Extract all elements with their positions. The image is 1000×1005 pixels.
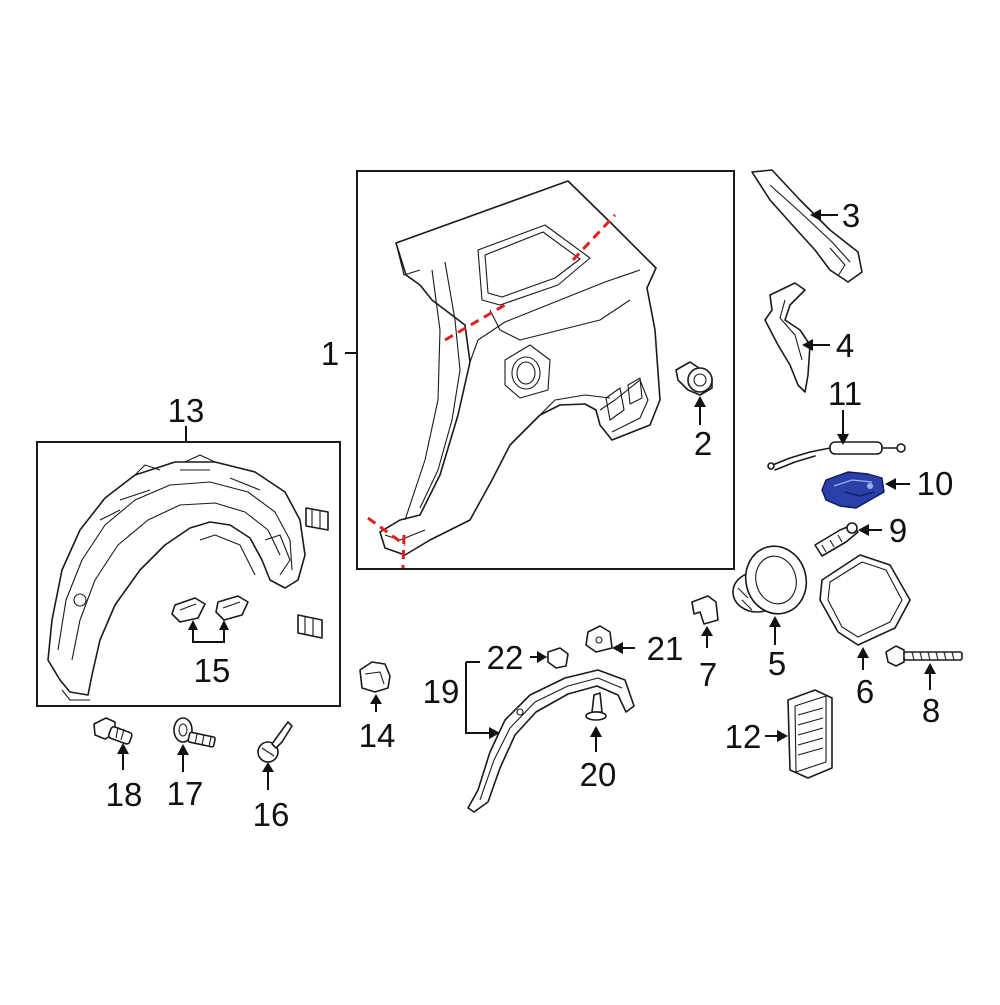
leader-15 [192, 635, 225, 643]
arrow-19 [489, 727, 500, 739]
arrow-11 [837, 434, 849, 445]
part-14-nut-clip[interactable] [359, 661, 391, 693]
callout-1: 1 [321, 335, 339, 372]
part-8-bolt[interactable] [885, 645, 963, 667]
callout-22: 22 [487, 639, 524, 676]
liner-clip-a[interactable] [305, 507, 329, 531]
leader-19 [465, 662, 493, 734]
arrow-14 [370, 694, 382, 704]
callout-2: 2 [694, 425, 712, 462]
callout-21: 21 [647, 630, 684, 667]
cut-line-a [444, 300, 511, 342]
arrow-10 [885, 478, 896, 490]
callout-16: 16 [253, 796, 290, 833]
quarter-panel-frame [356, 170, 735, 570]
part-5-filler-housing[interactable] [732, 539, 814, 620]
cut-line-b [571, 213, 617, 262]
part-21-clip[interactable] [585, 625, 613, 653]
cut-line-d [401, 534, 406, 569]
callout-15: 15 [194, 652, 231, 689]
part-16-screw[interactable] [257, 721, 293, 763]
arrow-7 [701, 626, 713, 636]
liner-clip-b[interactable] [297, 614, 323, 639]
callout-8: 8 [922, 692, 940, 729]
part-4-extension[interactable] [764, 282, 811, 393]
part-7-clip[interactable] [691, 595, 719, 625]
part-9-spring[interactable] [814, 522, 859, 557]
callout-7: 7 [699, 656, 717, 693]
part-20-push-pin[interactable] [585, 692, 607, 721]
arrow-9 [858, 524, 869, 536]
arrow-6 [857, 647, 869, 658]
arrow-22 [537, 651, 547, 663]
arrow-18 [117, 743, 129, 754]
callout-17: 17 [167, 775, 204, 812]
part-12-vent[interactable] [787, 689, 833, 779]
callout-10: 10 [917, 465, 954, 502]
part-17-bolt[interactable] [173, 717, 216, 748]
callout-18: 18 [106, 776, 143, 813]
callout-11: 11 [828, 375, 862, 412]
part-19-arch-molding[interactable] [467, 669, 635, 813]
part-2-grommet[interactable] [675, 361, 713, 396]
arrow-21 [612, 642, 623, 654]
part-18-bolt[interactable] [93, 717, 133, 745]
arrow-16 [262, 762, 274, 772]
part-6-fuel-door[interactable] [819, 554, 911, 646]
part-10-fuel-door-opener[interactable] [821, 471, 885, 509]
callout-6: 6 [856, 673, 874, 710]
arrow-17 [177, 744, 189, 755]
arrow-3 [810, 209, 821, 221]
arrow-2 [694, 396, 706, 407]
callout-3: 3 [842, 197, 860, 234]
part-3-bracket[interactable] [751, 169, 863, 283]
cut-line-c [367, 516, 406, 547]
part-11-release-cable[interactable] [767, 441, 906, 471]
arrow-8 [924, 663, 936, 674]
arrow-5 [769, 616, 781, 627]
callout-13: 13 [168, 392, 205, 429]
arrow-15-a [188, 620, 198, 630]
part-15-clips[interactable] [171, 595, 249, 623]
arrow-12 [777, 730, 788, 742]
callout-14: 14 [359, 717, 396, 754]
arrow-15-b [219, 620, 229, 630]
callout-9: 9 [889, 512, 907, 549]
part-13-fender-liner[interactable] [47, 454, 306, 701]
callout-5: 5 [768, 645, 786, 682]
arrow-20 [590, 726, 602, 737]
callout-20: 20 [580, 756, 617, 793]
arrow-4 [802, 339, 813, 351]
fender-liner-frame [36, 441, 341, 707]
callout-19: 19 [423, 673, 460, 710]
part-1-quarter-panel[interactable] [379, 180, 661, 556]
callout-12: 12 [725, 718, 762, 755]
part-22-clip[interactable] [542, 647, 569, 669]
callout-4: 4 [836, 327, 854, 364]
